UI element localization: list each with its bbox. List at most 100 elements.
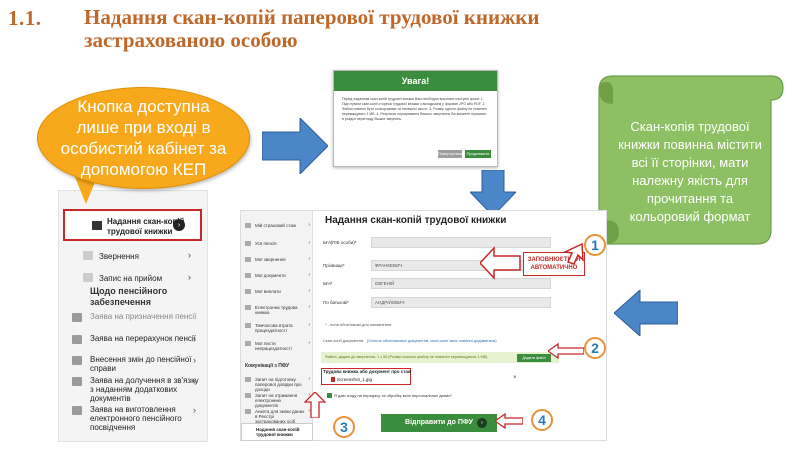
arrow-right-icon — [262, 118, 328, 174]
file-name[interactable]: Screenshot_1.jpg — [331, 377, 372, 383]
annotation-arrow-3 — [304, 392, 326, 418]
sidebar-item-income-certificate[interactable]: Запит на підготовку паперової довідки пр… — [241, 377, 313, 392]
menu-item-scan-copies-highlighted[interactable]: Надання скан-копій трудової книжки › — [63, 209, 202, 241]
scan-copies-form: Мій страховий стаж› Уся пенсія› Мої звер… — [240, 210, 607, 441]
document-icon — [72, 377, 82, 386]
scan-label: Скан-копії документів — [323, 338, 364, 343]
chevron-right-icon: › — [308, 272, 310, 278]
sidebar-item-payments[interactable]: Мої виплати› — [241, 289, 313, 294]
chevron-right-icon: › — [308, 322, 310, 328]
required-note: * - поля обов'язкові для заповнення — [325, 322, 392, 327]
sidebar-item-insurance[interactable]: Мій страховий стаж› — [241, 223, 313, 228]
chevron-right-icon: › — [188, 250, 191, 260]
field-label-name: Ім'я* — [323, 281, 333, 286]
chevron-right-icon: › — [308, 240, 310, 246]
arrow-left-icon — [614, 290, 678, 336]
chevron-right-icon: › — [193, 376, 196, 386]
sidebar-item-disability[interactable]: Тимчасова втрата працездатності› — [241, 323, 313, 333]
field-name-input[interactable]: ЄВГЕНІЙ — [371, 278, 551, 289]
chevron-right-icon: › — [193, 355, 196, 365]
annotation-arrow-2 — [548, 342, 584, 360]
document-icon — [72, 356, 82, 365]
field-label-patronymic: По батькові* — [323, 300, 349, 305]
scan-hint-link[interactable]: (Список обов'язкових документів, скан-ко… — [367, 338, 497, 343]
sidebar-heading-communications: Комунікації з ПФУ — [245, 363, 290, 369]
document-icon — [72, 406, 82, 415]
calendar-icon — [83, 273, 93, 282]
document-icon — [245, 273, 251, 278]
slide-title: Надання скан-копій паперової трудової кн… — [84, 5, 540, 52]
dialog-continue-button[interactable]: Продовжити — [465, 150, 491, 158]
menu-item-appeals[interactable]: Звернення › — [59, 245, 209, 267]
document-icon — [72, 335, 82, 344]
arrow-circle-icon: › — [477, 418, 487, 428]
arrow-circle-icon: › — [173, 219, 185, 231]
sidebar-item-sick-leave[interactable]: Мої листи непрацездатності› — [241, 341, 313, 351]
consent-checkbox[interactable]: Я даю згоду на передачу та обробку моїх … — [327, 393, 452, 399]
field-id-input[interactable] — [371, 237, 551, 248]
chevron-right-icon: › — [308, 288, 310, 294]
menu-item-pension-certificate[interactable]: Заява на виготовлення електронного пенсі… — [70, 405, 200, 432]
chevron-right-icon: › — [193, 334, 196, 344]
sidebar-item-appeals[interactable]: Мої звернення› — [241, 257, 313, 262]
chat-icon — [83, 251, 93, 260]
field-label-id: Ім'я(ПІБ особи)* — [323, 240, 357, 245]
sidebar-item-registry-form[interactable]: Анкета для зміни даних в Реєстрі застрах… — [241, 409, 313, 424]
sidebar-item-e-documents[interactable]: Запит на отримання електронних документі… — [241, 393, 313, 408]
document-icon — [245, 289, 251, 294]
menu-item-appointment[interactable]: Запис на прийом › — [59, 267, 209, 289]
step-number-3: 3 — [333, 416, 355, 438]
document-icon — [245, 257, 251, 262]
menu-item-pension-application[interactable]: Заява на призначення пенсії — [70, 312, 200, 322]
warning-dialog: Увага! Перед наданням скан-копій трудово… — [333, 70, 498, 167]
step-number-2: 2 — [584, 337, 606, 359]
menu-item-changes[interactable]: Внесення змін до пенсійної справи› — [70, 355, 200, 373]
dialog-title: Увага! — [334, 71, 497, 91]
chevron-right-icon: › — [308, 304, 310, 310]
chevron-right-icon: › — [308, 376, 310, 382]
close-icon[interactable]: × — [513, 375, 517, 381]
arrow-down-icon — [470, 170, 516, 216]
kep-callout: Кнопка доступна лише при вході в особист… — [37, 87, 250, 189]
sidebar-item-pension[interactable]: Уся пенсія› — [241, 241, 313, 246]
document-icon — [72, 313, 82, 322]
upload-strip: Файли, додані до звернення, 1 з 50 (Розм… — [321, 352, 559, 363]
chevron-right-icon: › — [308, 222, 310, 228]
menu-item-additional-docs[interactable]: Заява на долучення в зв'язку з наданням … — [70, 376, 200, 403]
chevron-right-icon: › — [308, 256, 310, 262]
dialog-cancel-button[interactable]: Повернутися — [438, 150, 463, 158]
dialog-body: Перед наданням скан-копій трудової книжк… — [342, 97, 487, 121]
document-icon — [245, 305, 251, 310]
file-label: Трудова книжка або документ про стаж — [323, 369, 412, 374]
chevron-right-icon: › — [308, 392, 310, 398]
menu-item-recalculation[interactable]: Заява на перерахунок пенсії› — [70, 334, 200, 344]
step-number-4: 4 — [531, 409, 553, 431]
annotation-arrow-4 — [495, 413, 523, 429]
form-sidebar: Мій страховий стаж› Уся пенсія› Мої звер… — [241, 211, 313, 441]
file-highlight-box — [321, 368, 411, 385]
folder-icon — [92, 221, 102, 230]
step-number-1: 1 — [584, 234, 606, 256]
chevron-right-icon: › — [308, 340, 310, 346]
sidebar-item-e-workbook[interactable]: Електронна трудова книжка› — [241, 305, 313, 315]
chevron-right-icon: › — [308, 408, 310, 414]
scroll-note-text: Скан-копія трудової книжки повинна місти… — [618, 119, 762, 224]
submit-button[interactable]: Відправити до ПФУ › — [381, 414, 497, 432]
slide-number: 1.1. — [8, 6, 42, 30]
document-icon — [245, 409, 251, 414]
document-icon — [245, 241, 251, 246]
sidebar-item-scan-copies-active[interactable]: Надання скан-копій трудової книжки — [241, 423, 313, 441]
field-patronymic-input[interactable]: АНДРІЙОВИЧ — [371, 297, 551, 308]
document-icon — [245, 341, 251, 346]
document-icon — [245, 393, 251, 398]
document-icon — [245, 323, 251, 328]
auto-fill-label: ЗАПОВНЮЄТЬСЯ АВТОМАТИЧНО — [523, 252, 585, 276]
sidebar-item-documents[interactable]: Мої документи› — [241, 273, 313, 278]
annotation-arrow-1 — [480, 242, 584, 280]
chevron-right-icon: › — [193, 405, 196, 415]
document-icon — [245, 377, 251, 382]
add-file-button[interactable]: Додати файл — [517, 354, 551, 362]
checkbox-checked-icon — [327, 393, 332, 399]
chevron-right-icon: › — [188, 272, 191, 282]
document-icon — [245, 223, 251, 228]
